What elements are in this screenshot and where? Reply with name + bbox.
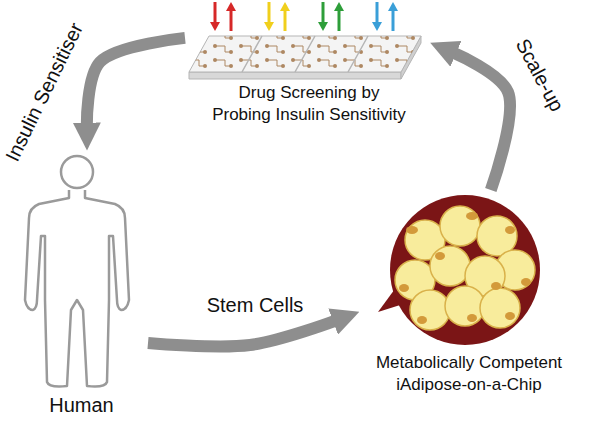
curved-arrow <box>148 321 335 347</box>
node-label: Metabolically Competent iAdipose-on-a-Ch… <box>360 352 578 396</box>
arrow-label: Insulin Sensitiser <box>0 16 89 168</box>
curved-arrow <box>87 38 185 125</box>
curved-arrow <box>454 53 510 190</box>
adipose-chip: Metabolically Competent iAdipose-on-a-Ch… <box>360 190 578 396</box>
arrow-label: Stem Cells <box>204 293 307 317</box>
chip-illustration <box>185 0 425 82</box>
arrow-label: Scale-up <box>509 32 570 118</box>
assay-chip: Drug Screening by Probing Insulin Sensit… <box>185 0 433 126</box>
human-figure <box>15 150 140 392</box>
adipocyte-bubble <box>360 190 570 350</box>
node-label: Drug Screening by Probing Insulin Sensit… <box>185 82 433 126</box>
human-node: Human <box>15 150 148 418</box>
node-label: Human <box>15 392 148 418</box>
